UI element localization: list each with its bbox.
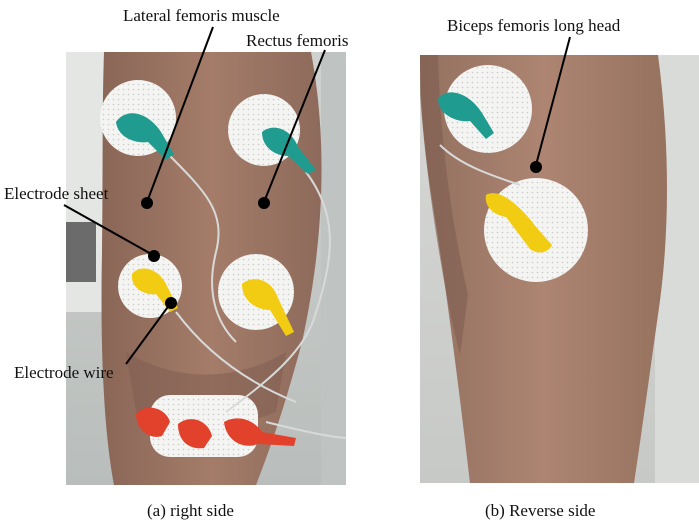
caption-right-side: (a) right side <box>147 501 234 520</box>
caption-reverse-side: (b) Reverse side <box>485 501 596 520</box>
label-electrode-sheet: Electrode sheet <box>4 184 109 203</box>
reverse-side-illustration <box>420 55 699 483</box>
label-rectus-femoris: Rectus femoris <box>246 31 349 50</box>
photo-right-side <box>66 52 346 485</box>
label-electrode-wire: Electrode wire <box>14 363 114 382</box>
photo-reverse-side <box>420 55 699 483</box>
label-lateral-femoris: Lateral femoris muscle <box>123 6 280 25</box>
right-side-illustration <box>66 52 346 485</box>
label-biceps-femoris: Biceps femoris long head <box>447 16 621 35</box>
